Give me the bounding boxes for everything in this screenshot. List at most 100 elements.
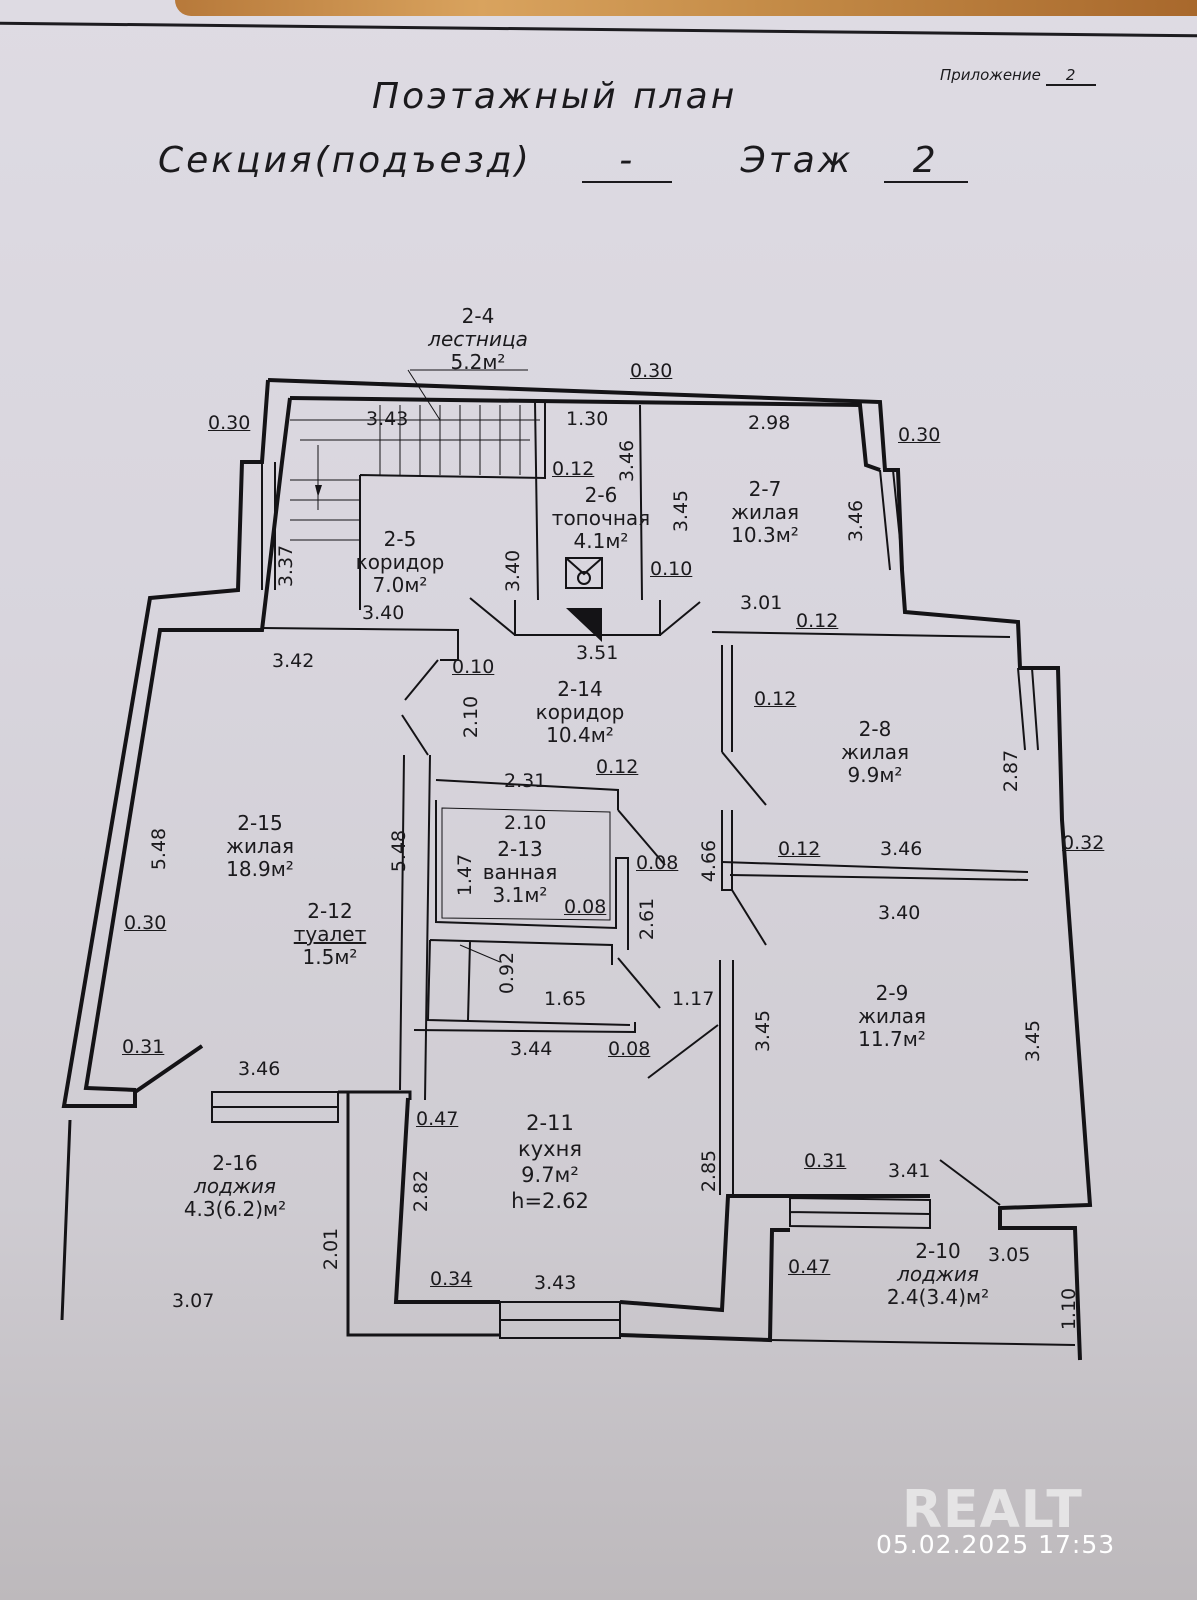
room-area: 5.2м² (450, 350, 506, 374)
section-line: Секция(подъезд) - Этаж 2 (158, 140, 968, 183)
stairs-partition (359, 402, 546, 610)
dim-label: 2.82 (410, 1169, 433, 1213)
window (261, 462, 276, 590)
dim-label: 3.46 (238, 1058, 281, 1080)
dim-label: 0.10 (650, 558, 693, 580)
dim-label: 5.48 (388, 829, 411, 873)
dim-label: 0.30 (124, 912, 167, 934)
room-id: 2-15 (237, 811, 283, 835)
mid-wall (399, 754, 431, 1101)
room-name: лоджия (897, 1262, 979, 1286)
dim-label: 0.12 (754, 688, 797, 710)
dim-label: 0.30 (630, 360, 673, 382)
dim-label: 0.30 (898, 424, 941, 446)
dim-label: 3.43 (366, 408, 409, 430)
room-name: туалет (293, 922, 367, 946)
dim-label: 3.46 (616, 439, 639, 483)
room-2-16: 2-16 лоджия 4.3(6.2)м² (160, 1152, 310, 1221)
room-2-15: 2-15 жилая 18.9м² (200, 812, 320, 881)
outer-wall-inner (289, 396, 881, 472)
section-value: - (582, 140, 673, 183)
room-2-9: 2-9 жилая 11.7м² (822, 982, 962, 1051)
dim-label: 3.45 (670, 489, 693, 533)
dim-label: 2.87 (1000, 749, 1023, 793)
loggia-10-wall (769, 1339, 1076, 1346)
window (789, 1196, 931, 1230)
dim-label: 4.66 (698, 839, 721, 883)
dim-label: 0.08 (636, 852, 679, 874)
room-name: лоджия (194, 1174, 276, 1198)
dim-label: 3.44 (510, 1038, 553, 1060)
room-name: топочная (551, 506, 651, 530)
dim-label: 1.10 (1058, 1287, 1081, 1331)
leader-line (459, 944, 501, 963)
dim-label: 2.10 (504, 812, 547, 834)
dim-label: 3.46 (845, 499, 868, 543)
bath-walls (435, 779, 629, 950)
room-2-5: 2-5 коридор 7.0м² (330, 528, 470, 597)
room8-left-lower (721, 810, 733, 891)
dim-label: 0.47 (416, 1108, 459, 1130)
room-2-10: 2-10 лоджия 2.4(3.4)м² (848, 1240, 1028, 1309)
dim-label: 1.65 (544, 988, 587, 1010)
room-area: 4.3(6.2)м² (183, 1197, 287, 1221)
dim-label: 2.98 (748, 412, 791, 434)
window (499, 1301, 621, 1339)
appendix-label-text: Приложение (940, 66, 1041, 84)
floor-label: Этаж (740, 140, 854, 181)
room-id: 2-9 (875, 981, 909, 1005)
dim-label: 0.08 (564, 896, 607, 918)
room-2-4: 2-4 лестница 5.2м² (418, 305, 538, 374)
room-id: 2-4 (461, 304, 495, 328)
dim-label: 0.12 (552, 458, 595, 480)
dim-label: 5.48 (148, 827, 171, 871)
room-id: 2-11 (526, 1111, 574, 1135)
dim-label: 3.45 (752, 1009, 775, 1053)
window (211, 1091, 339, 1123)
room8-left (721, 645, 733, 752)
window (879, 469, 904, 571)
room-id: 2-13 (497, 837, 543, 861)
room-2-14: 2-14 коридор 10.4м² (510, 678, 650, 747)
room8-bottom (721, 861, 1029, 881)
dim-label: 3.43 (534, 1272, 577, 1294)
room-area: 7.0м² (372, 573, 428, 597)
room-id: 2-7 (748, 477, 782, 501)
room-name: коридор (355, 550, 445, 574)
room-2-6: 2-6 топочная 4.1м² (536, 484, 666, 553)
dim-label: 3.45 (1022, 1019, 1045, 1063)
appendix-number: 2 (1045, 66, 1096, 86)
loggia-16-wall (60, 1090, 500, 1337)
room-id: 2-10 (915, 1239, 961, 1263)
dim-label: 3.01 (740, 592, 783, 614)
dim-label: 0.47 (788, 1256, 831, 1278)
room-height: h=2.62 (511, 1189, 589, 1213)
dim-label: 2.10 (460, 695, 483, 739)
dim-label: 2.31 (504, 770, 547, 792)
room-2-12: 2-12 туалет 1.5м² (270, 900, 390, 969)
dim-label: 0.30 (208, 412, 251, 434)
floor-value: 2 (883, 140, 968, 183)
room-area: 11.7м² (858, 1027, 926, 1051)
left-wall (61, 379, 270, 1108)
appendix-label: Приложение 2 (940, 66, 1096, 86)
dim-label: 2.01 (320, 1227, 343, 1271)
dim-label: 3.40 (502, 549, 525, 593)
room-id: 2-12 (307, 899, 353, 923)
dim-label: 0.31 (122, 1036, 165, 1058)
room-name: жилая (225, 834, 295, 858)
corridor-top-wall (261, 627, 459, 661)
room-2-11: 2-11 кухня 9.7м² h=2.62 (480, 1110, 620, 1214)
room-name: жилая (730, 500, 800, 524)
wooden-surface (175, 0, 1197, 16)
chimney-icon (566, 608, 602, 642)
room-area: 2.4(3.4)м² (886, 1285, 990, 1309)
dim-label: 0.34 (430, 1268, 473, 1290)
dim-label: 0.12 (796, 610, 839, 632)
photo-timestamp: 05.02.2025 17:53 (876, 1530, 1116, 1559)
room-2-8: 2-8 жилая 9.9м² (810, 718, 940, 787)
kitchen-wall-outer (619, 1228, 790, 1343)
room-name: кухня (518, 1137, 582, 1161)
dim-label: 1.30 (566, 408, 609, 430)
